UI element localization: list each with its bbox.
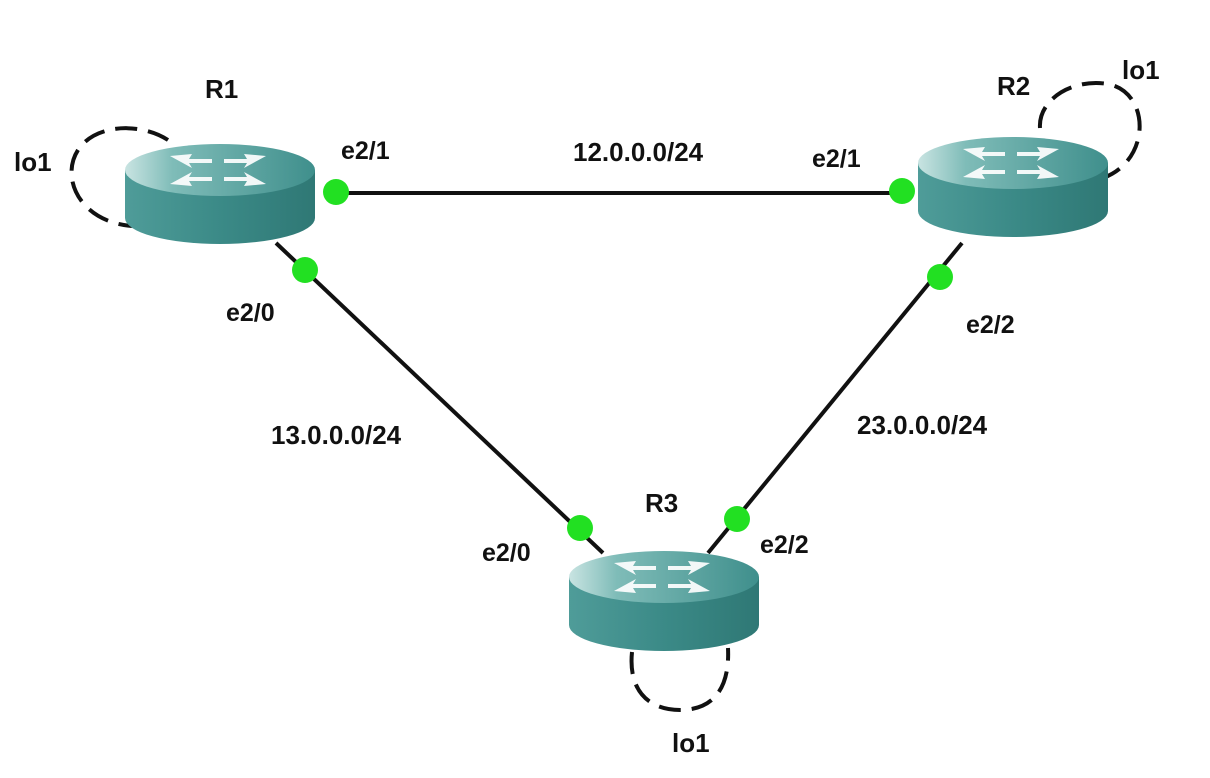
subnet-label-r1-r2: 12.0.0.0/24 xyxy=(573,137,704,167)
if-label-r3-e2-2: e2/2 xyxy=(760,531,809,559)
router-r3-label: R3 xyxy=(645,488,679,518)
if-label-r1-e2-0: e2/0 xyxy=(226,299,275,327)
router-r2-label: R2 xyxy=(997,71,1031,101)
port-r2-e2-1[interactable] xyxy=(889,178,915,204)
subnet-label-r1-r3: 13.0.0.0/24 xyxy=(271,420,402,450)
router-r2-icon[interactable] xyxy=(918,137,1108,237)
port-r1-e2-1[interactable] xyxy=(323,179,349,205)
port-r3-e2-2[interactable] xyxy=(724,506,750,532)
link-r1-r3[interactable] xyxy=(274,241,605,555)
r1-loopback-lo1 xyxy=(69,126,170,228)
if-label-r2-e2-1: e2/1 xyxy=(812,145,861,173)
r2-loopback-label: lo1 xyxy=(1122,55,1160,85)
port-r1-e2-0[interactable] xyxy=(292,257,318,283)
r2-loopback-lo1 xyxy=(1037,81,1142,180)
if-label-r3-e2-0: e2/0 xyxy=(482,539,531,567)
port-r2-e2-2[interactable] xyxy=(927,264,953,290)
router-r1-label: R1 xyxy=(205,74,239,104)
link-r2-r3[interactable] xyxy=(706,241,964,555)
subnet-label-r2-r3: 23.0.0.0/24 xyxy=(857,410,988,440)
router-r1-icon[interactable] xyxy=(125,144,315,244)
r3-loopback-label: lo1 xyxy=(672,728,710,758)
router-r3-icon[interactable] xyxy=(569,551,759,651)
r3-loopback-lo1 xyxy=(629,647,731,713)
r1-loopback-label: lo1 xyxy=(14,147,52,177)
port-r3-e2-0[interactable] xyxy=(567,515,593,541)
if-label-r1-e2-1: e2/1 xyxy=(341,137,390,165)
if-label-r2-e2-2: e2/2 xyxy=(966,311,1015,339)
